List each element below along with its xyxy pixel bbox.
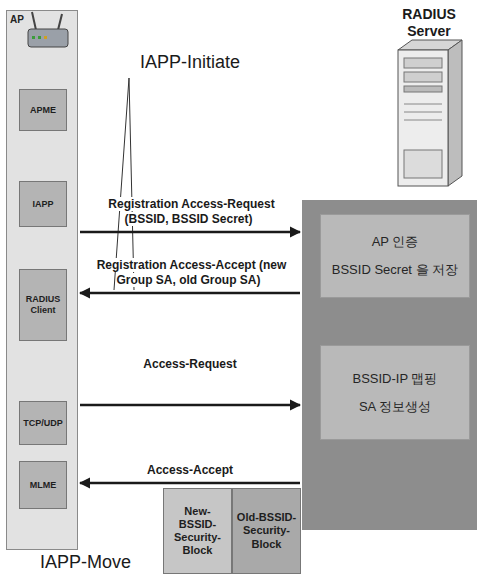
box-text: MLME bbox=[30, 480, 57, 491]
box-text: AP bbox=[10, 14, 24, 26]
box-text: AP 인증 bbox=[372, 234, 419, 250]
connector-layer bbox=[80, 232, 300, 483]
ap-column-fill bbox=[6, 10, 78, 550]
box-text: New-BSSID-Security-Block bbox=[167, 505, 228, 558]
box-text: SA 정보생성 bbox=[359, 399, 431, 415]
ap-column: AP APME IAPP RADIUS ClientTCP/UDP MLME bbox=[6, 10, 78, 550]
message-label-text: Access-Accept bbox=[144, 463, 236, 477]
box-text: APME bbox=[30, 105, 56, 116]
message-label: Registration Access-Request (BSSID, BSSI… bbox=[84, 197, 296, 227]
layer-box: IAPP bbox=[19, 181, 67, 227]
message-arrow bbox=[80, 292, 300, 295]
message-label: Registration Access-Accept (new Group SA… bbox=[84, 258, 296, 288]
box-text: BSSID Secret 을 저장 bbox=[332, 262, 458, 278]
ap-column-ground bbox=[6, 10, 78, 550]
process-box: BSSID-IP 맵핑 SA 정보생성 bbox=[320, 345, 470, 440]
layer-box: RADIUS Client bbox=[19, 269, 67, 341]
ap-device-icon bbox=[28, 12, 68, 47]
message-label: Access-Accept bbox=[84, 463, 296, 478]
phase-label: IAPP-Move bbox=[40, 552, 160, 574]
layer-box: APME bbox=[19, 89, 67, 131]
layer-box: TCP/UDP bbox=[19, 401, 67, 445]
server-panel: AP 인증 BSSID Secret 을 저장 BSSID-IP 맵핑 SA 정보생성 bbox=[302, 200, 477, 530]
phase-label: IAPP-Initiate bbox=[140, 52, 270, 74]
message-label-text: Access-Request bbox=[140, 357, 239, 371]
message-label-text: Registration Access-Request (BSSID, BSSI… bbox=[105, 197, 274, 226]
server-title: RADIUS Server bbox=[392, 6, 466, 40]
server-icon bbox=[398, 40, 462, 186]
process-box: AP 인증 BSSID Secret 을 저장 bbox=[320, 214, 470, 298]
box-text: RADIUS Client bbox=[23, 294, 63, 316]
security-block: New-BSSID-Security-Block bbox=[163, 488, 232, 574]
box-text: Old-BSSID-Security-Block bbox=[236, 511, 297, 551]
security-block: Old-BSSID-Security-Block bbox=[232, 488, 301, 574]
box-text: TCP/UDP bbox=[23, 418, 63, 429]
message-label: Access-Request bbox=[84, 357, 296, 372]
message-arrow bbox=[80, 404, 300, 407]
message-arrow bbox=[80, 231, 300, 234]
message-arrow bbox=[80, 482, 300, 485]
box-text: IAPP bbox=[32, 199, 53, 210]
layer-box: MLME bbox=[19, 461, 67, 509]
box-text: BSSID-IP 맵핑 bbox=[352, 371, 437, 387]
message-label-text: Registration Access-Accept (new Group SA… bbox=[94, 258, 287, 287]
